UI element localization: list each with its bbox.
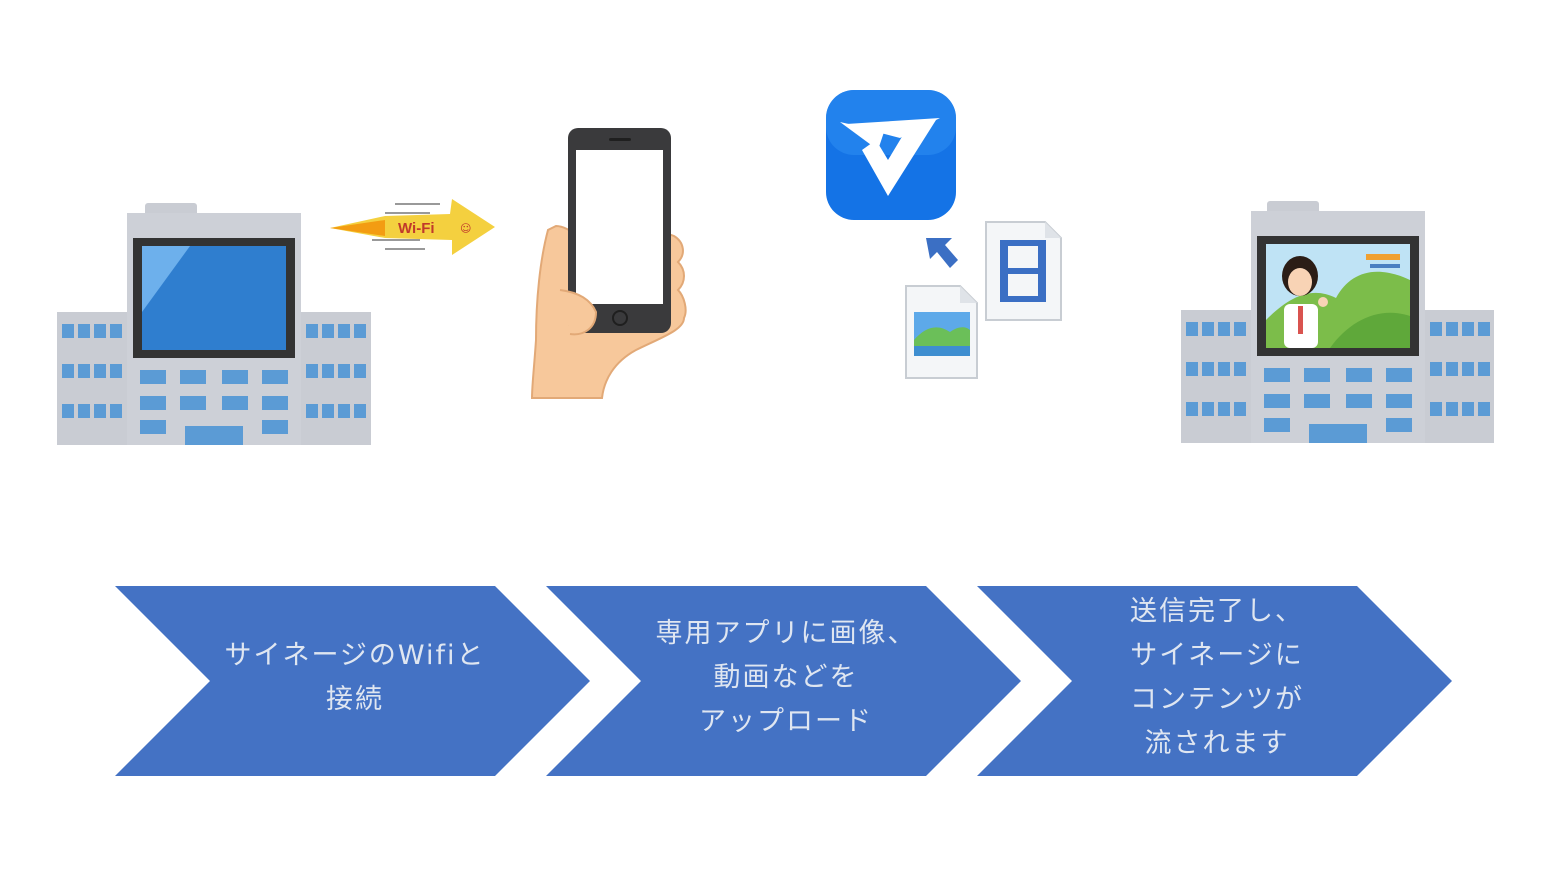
step-3-line-3: コンテンツが <box>1130 684 1304 715</box>
svg-text:☺: ☺ <box>460 222 471 235</box>
image-file-icon <box>905 285 978 379</box>
step-2-line-3: アップロード <box>699 706 873 737</box>
wifi-label: Wi-Fi <box>398 220 435 237</box>
video-file-icon <box>985 221 1062 321</box>
step-2-text: 専用アプリに画像、 動画などを アップロード <box>641 612 931 744</box>
building-right-icon <box>1181 201 1494 443</box>
step-2-line-2: 動画などを <box>713 662 859 693</box>
step-3-line-1: 送信完了し、 <box>1130 596 1304 627</box>
smartphone-in-hand-icon <box>530 128 687 399</box>
step-1-line-2: 接続 <box>326 684 384 715</box>
step-2-line-1: 専用アプリに画像、 <box>655 618 917 649</box>
step-2-chevron <box>546 586 1021 776</box>
step-3-text: 送信完了し、 サイネージに コンテンツが 流されます <box>1072 590 1362 766</box>
signage-app-icon <box>826 90 956 220</box>
building-left-icon <box>57 203 371 445</box>
step-3-line-2: サイネージに <box>1130 640 1304 671</box>
wifi-arrow-icon: Wi-Fi ☺ <box>330 199 495 255</box>
step-3-chevron <box>977 586 1452 776</box>
step-1-line-1: サイネージのWifiと <box>224 640 486 671</box>
step-1-chevron <box>115 586 590 776</box>
step-1-text: サイネージのWifiと 接続 <box>210 634 500 722</box>
step-3-line-4: 流されます <box>1144 728 1290 759</box>
upload-arrow-icon <box>926 238 958 268</box>
